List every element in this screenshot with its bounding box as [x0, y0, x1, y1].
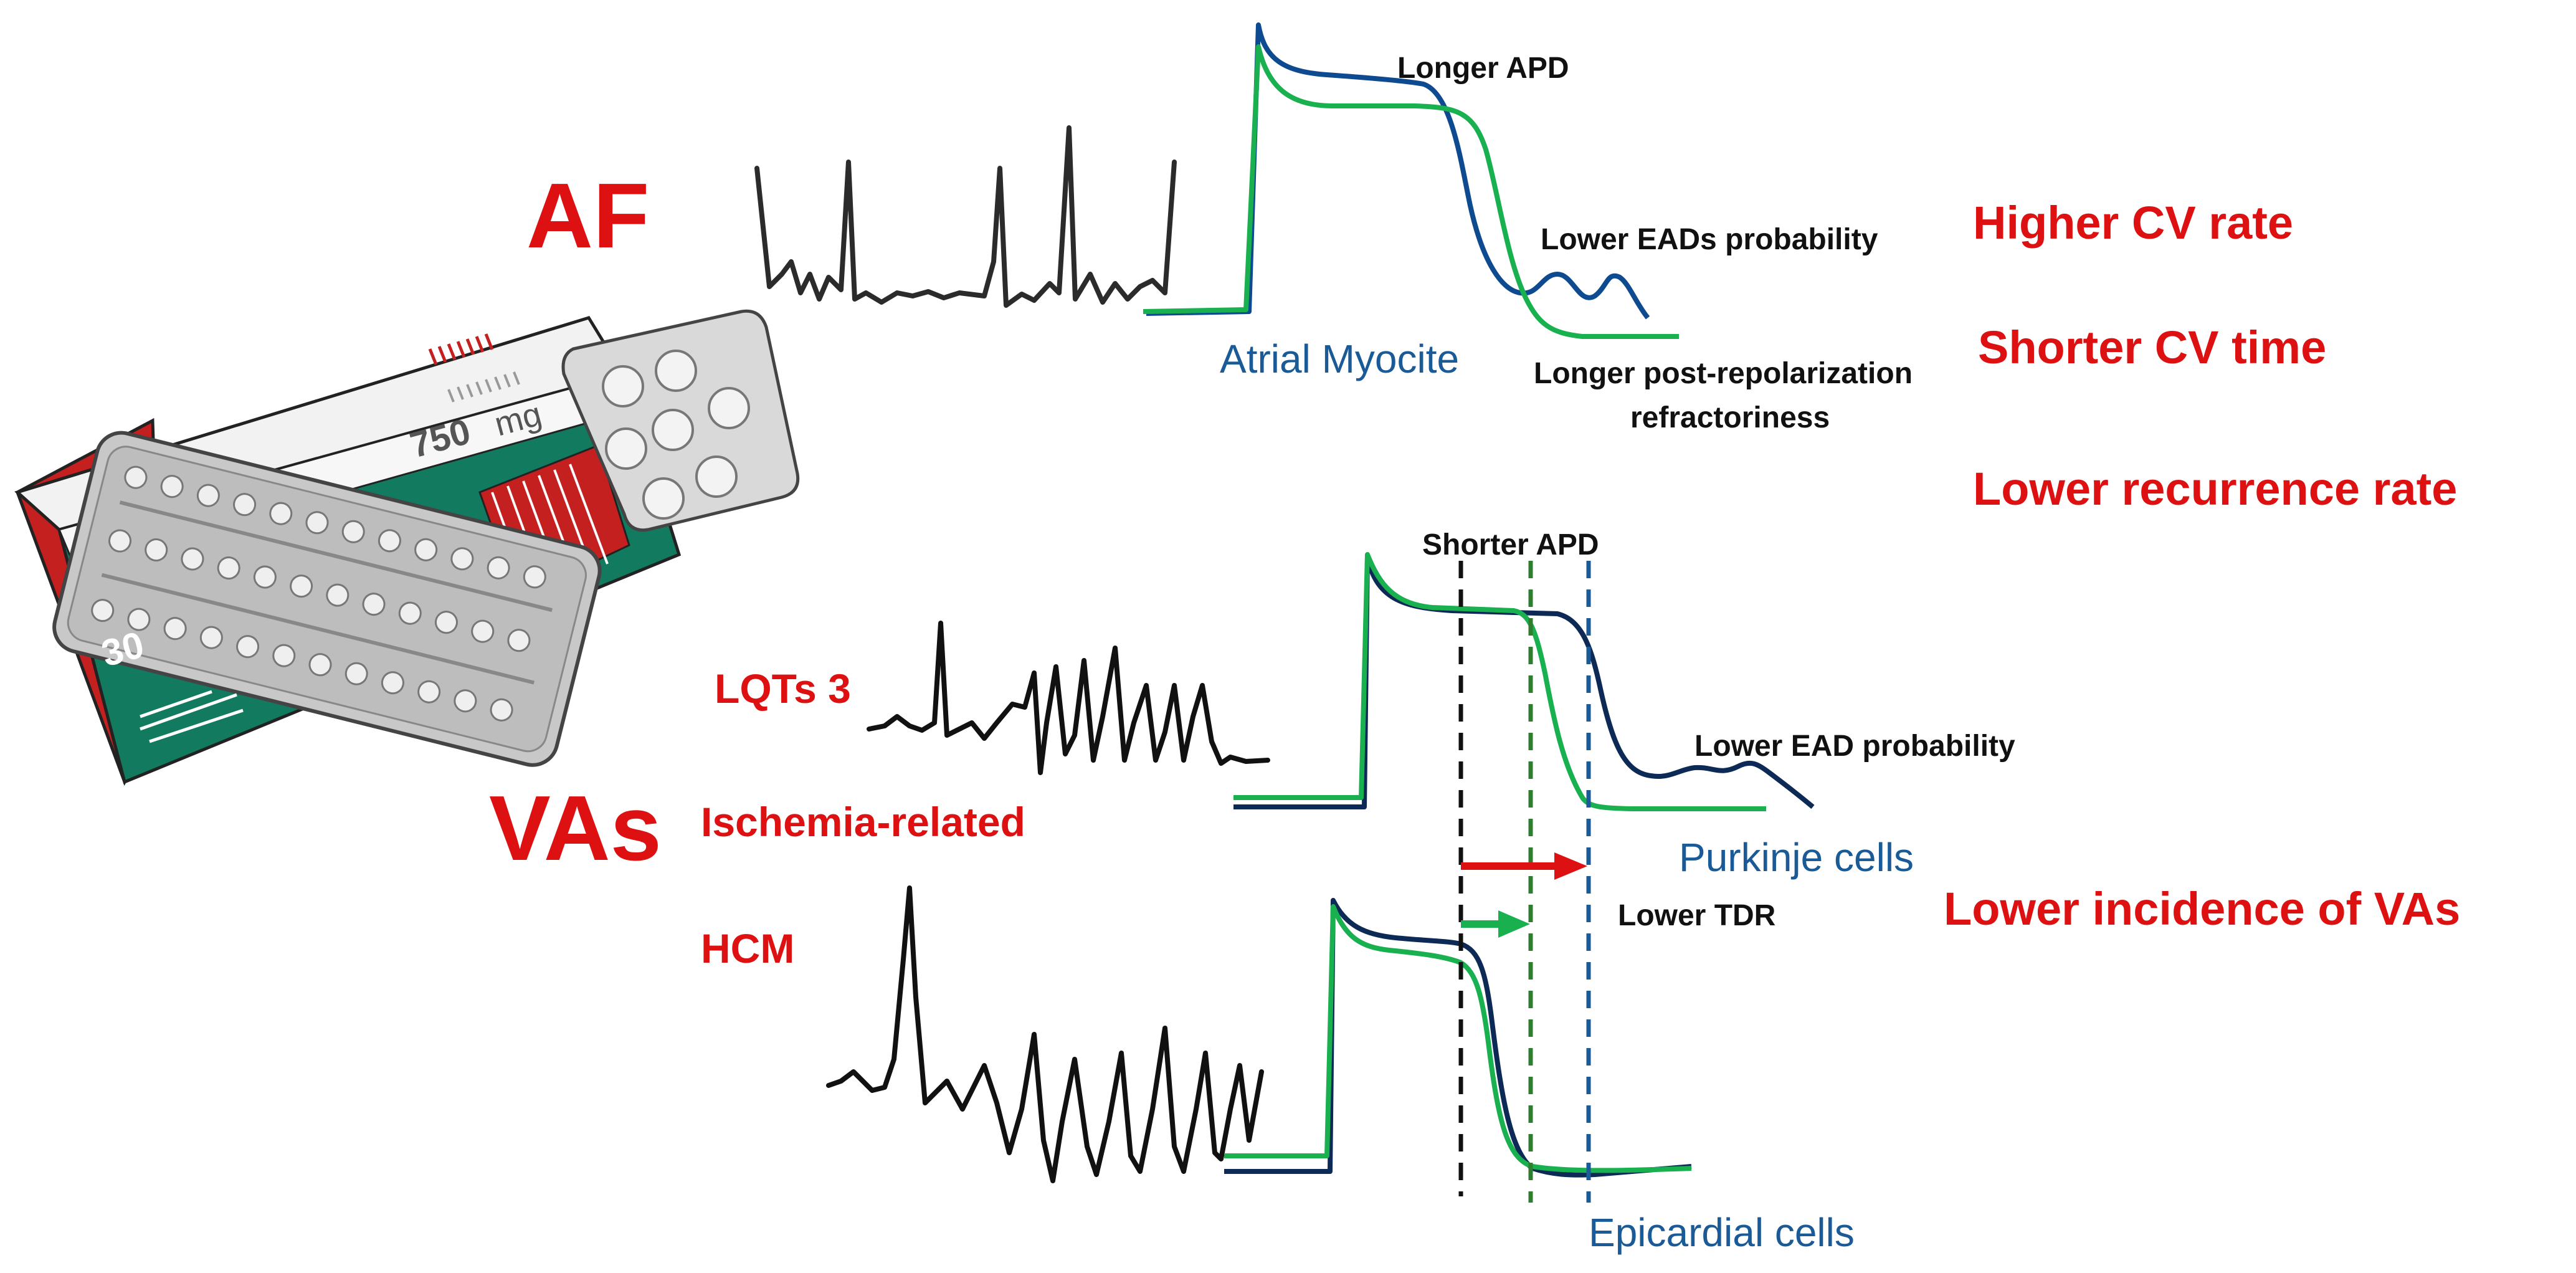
- vas-lower-ead: Lower EAD probability: [1694, 730, 2015, 763]
- vas-lqts-ecg-trace: [867, 621, 1270, 775]
- outcome-lower-recurrence: Lower recurrence rate: [1973, 463, 2457, 515]
- vas-epicardial-navy-trace: [1224, 898, 1692, 1178]
- vas-lower-tdr: Lower TDR: [1618, 899, 1775, 932]
- af-ecg-trace: [754, 125, 1177, 308]
- outcome-shorter-cv-time: Shorter CV time: [1978, 322, 2326, 373]
- vas-label: VAs: [489, 777, 662, 880]
- pack-barcode-marks: [428, 333, 520, 403]
- vas-purkinje-green-trace: [1233, 552, 1766, 811]
- vas-red-arrow: [1461, 852, 1587, 880]
- af-label: AF: [526, 164, 649, 267]
- vas-purkinje-navy-trace: [1233, 555, 1815, 809]
- outcome-lower-incidence: Lower incidence of VAs: [1944, 883, 2460, 935]
- vas-shorter-apd: Shorter APD: [1422, 528, 1599, 561]
- vas-epicardial-green-trace: [1224, 904, 1692, 1173]
- af-atrial-myocite: Atrial Myocite: [1220, 336, 1459, 381]
- af-ap-blue-trace: [1146, 22, 1650, 320]
- af-longer-post-line1: Longer post-repolarization: [1534, 357, 1913, 390]
- vas-lqts3: LQTs 3: [715, 665, 851, 712]
- pack-blister-front: [52, 431, 602, 767]
- pack-blister-back: [561, 309, 800, 532]
- af-longer-apd: Longer APD: [1397, 52, 1569, 85]
- vas-ischemia: Ischemia-related: [701, 799, 1025, 845]
- outcome-higher-cv-rate: Higher CV rate: [1973, 197, 2293, 249]
- af-ap-green-trace: [1143, 44, 1679, 339]
- vas-green-arrow: [1461, 910, 1530, 938]
- medication-pack-icon: 750 mg: [14, 309, 800, 786]
- vas-purkinje: Purkinje cells: [1679, 835, 1914, 880]
- pack-front-lines: [140, 690, 244, 743]
- vas-hcm-ecg-trace: [826, 885, 1264, 1183]
- af-longer-post-line2: refractoriness: [1630, 401, 1830, 434]
- af-lower-eads: Lower EADs probability: [1541, 223, 1878, 256]
- vas-hcm: HCM: [701, 925, 794, 971]
- vas-epicardial: Epicardial cells: [1589, 1210, 1855, 1255]
